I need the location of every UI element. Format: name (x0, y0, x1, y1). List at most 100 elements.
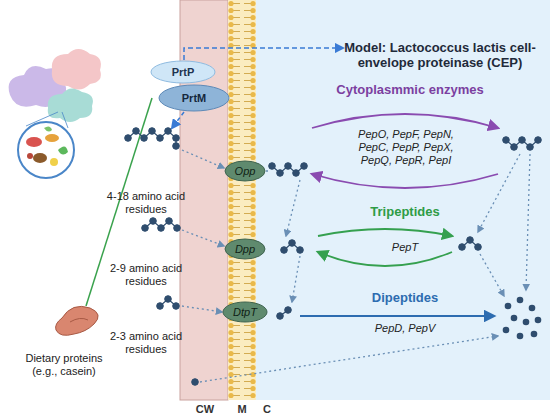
source-label: Dietary proteins (e.g., casein) (12, 352, 116, 378)
peptide-chain (166, 218, 173, 225)
amino-acid-dot (517, 333, 524, 340)
peptide-chain (269, 163, 276, 170)
group-heading: Tripeptides (355, 204, 455, 219)
food-illustration (33, 153, 47, 163)
amino-acid-dot (511, 315, 518, 322)
transport-arrow (182, 150, 530, 382)
transporter-oval-shape (225, 161, 265, 181)
amino-acid-dot (523, 319, 530, 326)
peptide-chain (150, 218, 157, 225)
protease-ellipse-shape (151, 61, 215, 83)
food-illustration (18, 122, 74, 178)
group-heading: Dipeptides (350, 290, 460, 305)
cell-wall-band (180, 0, 228, 400)
food-illustration (62, 112, 68, 128)
node-label: DtpT (233, 306, 257, 318)
peptide-chain (527, 144, 534, 151)
peptide-chain (158, 225, 165, 232)
food-illustration (27, 153, 33, 159)
group-heading: Cytoplasmmic enzymes (330, 82, 490, 97)
transporter-oval: Opp (224, 160, 266, 182)
node-label: Opp (235, 165, 256, 177)
amino-acid-dot (517, 297, 524, 304)
peptide-chain (173, 135, 180, 142)
transport-arrow (200, 336, 498, 382)
residue-label: 2-9 amino acid residues (104, 262, 188, 288)
enzyme-list: PepT (380, 241, 430, 254)
residue-label: 4-18 amino acid residues (104, 190, 188, 216)
peptide-chain (503, 137, 510, 144)
food-illustration (9, 49, 101, 178)
enzyme-list: PepD, PepV (360, 322, 450, 335)
peptide-chain (165, 128, 172, 135)
peptide-chain (157, 135, 164, 142)
peptide-chain (289, 240, 296, 247)
node-label: PrtP (172, 66, 195, 78)
transport-arrow (266, 170, 268, 171)
transport-arrow (480, 254, 504, 296)
food-illustration (52, 49, 101, 90)
membrane-band (228, 0, 256, 400)
food-illustration (44, 126, 52, 131)
transport-arrow (292, 256, 300, 302)
peptide-chain (141, 135, 148, 142)
peptide-chain (142, 225, 149, 232)
transport-arrow (182, 150, 224, 168)
peptide-chain (165, 296, 172, 303)
protease-arrow (184, 48, 343, 60)
cytoplasm-region (256, 0, 550, 400)
peptide-chain (467, 237, 474, 244)
peptide-chain (277, 170, 284, 177)
membrane-band (228, 0, 256, 400)
amino-acid-dot (503, 297, 542, 340)
peptide-chain (297, 247, 304, 254)
peptide-chain (173, 143, 180, 150)
tripeptide-arrow (318, 229, 452, 236)
intestine-icon (70, 318, 88, 322)
enzyme-cycle-arrow (312, 174, 498, 188)
node-label: PrtM (182, 92, 206, 104)
transport-arrow (182, 306, 222, 312)
amino-acid-dot (535, 317, 542, 324)
peptide-chain (475, 244, 482, 251)
region-label: M (230, 403, 254, 416)
enzyme-list: PepO, PepF, PepN, PepC, PepP, PepX, PepQ… (345, 128, 467, 167)
intestine-icon (56, 306, 99, 335)
peptide-chain (174, 225, 181, 232)
food-illustration (48, 88, 93, 122)
peptide-chain (459, 244, 466, 251)
residue-label: 2-3 amino acid residues (104, 330, 188, 356)
peptide-chain (277, 313, 284, 320)
peptide-chain (133, 128, 140, 135)
intestine-icon (56, 306, 99, 335)
transport-arrow (526, 154, 530, 290)
enzyme-cycle-arrow (312, 114, 498, 128)
peptide-chain (125, 128, 542, 386)
peptide-chain (149, 128, 156, 135)
node-label: Dpp (235, 243, 255, 255)
amino-acid-dot (531, 331, 538, 338)
food-illustration (26, 137, 42, 147)
tripeptide-arrow (318, 229, 452, 266)
peptide-chain (301, 163, 308, 170)
peptide-chain (173, 303, 180, 310)
transporter-oval: Dpp (224, 238, 266, 260)
region-label: C (256, 403, 278, 416)
membrane-band (228, 0, 256, 400)
tripeptide-arrow (318, 252, 452, 266)
protease-arrow (172, 112, 184, 128)
peptide-chain (519, 137, 526, 144)
peptide-chain (511, 144, 518, 151)
enzyme-cycle-arrow (312, 114, 498, 188)
peptide-chain (192, 379, 199, 386)
food-illustration (50, 158, 58, 166)
cell-wall-band (180, 0, 228, 400)
peptide-chain (125, 135, 132, 142)
transporter-oval-shape (225, 239, 265, 259)
peptide-chain (285, 307, 292, 314)
transport-arrow (286, 180, 300, 236)
peptide-chain (535, 137, 542, 144)
dipeptide-arrow (300, 315, 494, 317)
cytoplasm-region (256, 0, 550, 400)
